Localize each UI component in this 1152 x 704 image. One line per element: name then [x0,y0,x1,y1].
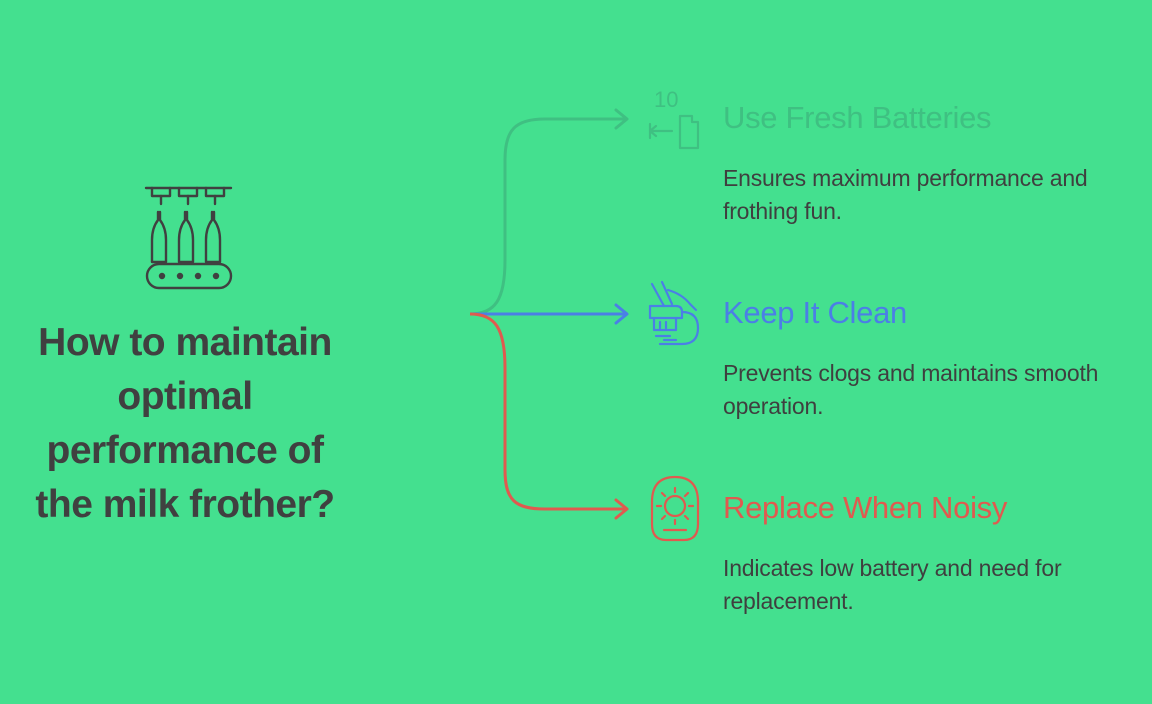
battery-timer-icon: 10 [648,87,700,150]
question-line-2: optimal [117,375,253,418]
bottling-conveyor-icon [144,186,233,290]
cleaning-brush-icon [648,280,700,346]
question-line-1: How to maintain [38,321,332,364]
item-title-fresh-batteries: Use Fresh Batteries [723,100,992,135]
battery-timer-number: 10 [654,87,678,112]
arrowhead-item-2 [614,303,629,325]
item-title-keep-clean: Keep It Clean [723,295,907,330]
item-description-replace-noisy: Indicates low battery and need for repla… [723,555,1062,614]
question-line-4: the milk frother? [35,483,335,526]
item-title-replace-noisy: Replace When Noisy [723,490,1008,525]
question-line-3: performance of [46,429,324,472]
arrowhead-item-1 [614,108,629,130]
alarm-light-icon [650,475,700,542]
connector-item-3 [469,312,626,511]
main-question: How to maintain optimal performance of t… [30,316,340,532]
connector-item-1 [469,117,626,316]
item-description-keep-clean: Prevents clogs and maintains smooth oper… [723,360,1099,419]
arrowhead-item-3 [614,498,629,520]
item-description-fresh-batteries: Ensures maximum performance and frothing… [723,165,1088,224]
